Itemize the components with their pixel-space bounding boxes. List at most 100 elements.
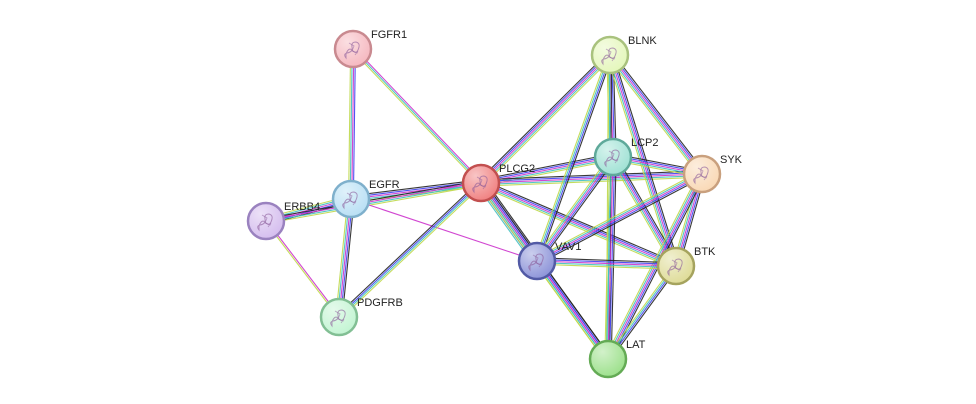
edge-evidence-line [336, 198, 350, 317]
edge-egfr-vav1[interactable] [350, 198, 538, 262]
node-label: VAV1 [555, 241, 582, 253]
edge-evidence-line [605, 156, 612, 359]
node-label: EGFR [369, 179, 400, 191]
edge-evidence-line [615, 155, 680, 265]
edge-evidence-line [266, 184, 482, 224]
edge-erbb4-pdgfrb[interactable] [264, 220, 341, 318]
edge-evidence-line [533, 154, 611, 260]
edge-evidence-line [350, 198, 538, 262]
edge-erbb4-plcg2[interactable] [265, 180, 482, 224]
edge-lcp2-btk[interactable] [609, 155, 680, 268]
edge-evidence-line [609, 158, 674, 268]
edge-evidence-line [535, 172, 702, 261]
edge-evidence-line [537, 174, 704, 263]
edge-lcp2-vav1[interactable] [533, 154, 617, 264]
edge-evidence-line [535, 261, 608, 361]
protein-structure-icon [257, 213, 273, 232]
node-blnk[interactable]: BLNK [590, 35, 657, 75]
edge-evidence-line [341, 199, 355, 318]
edge-blnk-syk[interactable] [607, 52, 705, 177]
protein-structure-icon [342, 191, 358, 210]
edge-evidence-line [480, 153, 613, 181]
edge-evidence-line [605, 54, 609, 359]
node-egfr[interactable]: EGFR [331, 179, 400, 219]
edge-evidence-line [480, 54, 611, 184]
edge-evidence-line [480, 173, 703, 184]
edge-evidence-line [609, 157, 616, 360]
node-lcp2[interactable]: LCP2 [593, 137, 659, 177]
edge-evidence-line [535, 54, 610, 261]
node-label: ERBB4 [284, 201, 320, 213]
protein-structure-icon [344, 41, 360, 60]
edge-evidence-line [479, 185, 675, 270]
node-label: PDGFRB [357, 297, 403, 309]
edge-vav1-btk[interactable] [536, 257, 677, 270]
edge-evidence-line [533, 262, 606, 362]
edge-evidence-line [609, 267, 679, 361]
edge-evidence-line [349, 48, 353, 199]
edge-evidence-line [480, 154, 613, 182]
edge-egfr-pdgfrb[interactable] [335, 198, 355, 318]
protein-structure-icon [667, 258, 683, 277]
edge-evidence-line [537, 257, 677, 264]
node-syk[interactable]: SYK [682, 154, 743, 194]
node-fgfr1[interactable]: FGFR1 [333, 29, 407, 69]
node-erbb4[interactable]: ERBB4 [246, 201, 320, 241]
edge-fgfr1-egfr[interactable] [348, 48, 356, 200]
edge-evidence-line [610, 53, 704, 174]
edge-evidence-line [538, 55, 613, 262]
edge-evidence-line [537, 157, 615, 263]
node-label: SYK [720, 154, 743, 166]
edge-fgfr1-plcg2[interactable] [351, 47, 483, 185]
edge-evidence-line [479, 53, 610, 183]
edge-syk-vav1[interactable] [535, 170, 704, 265]
edge-evidence-line [608, 55, 702, 176]
edge-evidence-line [534, 54, 609, 261]
edge-evidence-line [340, 184, 484, 320]
edge-blnk-vav1[interactable] [534, 54, 613, 262]
edge-evidence-line [537, 259, 610, 359]
node-plcg2[interactable]: PLCG2 [461, 163, 535, 203]
edge-evidence-line [537, 258, 677, 265]
edge-lcp2-lat[interactable] [604, 156, 617, 360]
node-btk[interactable]: BTK [656, 246, 716, 286]
edge-evidence-line [607, 56, 700, 177]
node-label: FGFR1 [371, 29, 407, 41]
edge-plcg2-btk[interactable] [479, 179, 678, 270]
node-circle [588, 339, 628, 379]
edge-evidence-line [265, 181, 481, 221]
edge-evidence-line [264, 221, 339, 318]
edge-evidence-line [536, 262, 676, 269]
edge-evidence-line [609, 54, 677, 267]
edge-evidence-line [535, 170, 701, 259]
edge-evidence-line [480, 183, 676, 268]
edge-evidence-line [536, 260, 677, 267]
edge-evidence-line [353, 47, 483, 183]
edge-evidence-line [537, 55, 612, 262]
edge-evidence-line [612, 156, 677, 267]
edge-evidence-line [609, 54, 703, 175]
edge-vav1-lat[interactable] [533, 258, 612, 362]
edge-evidence-line [482, 179, 678, 264]
edge-evidence-line [350, 179, 481, 197]
edge-evidence-line [536, 156, 614, 262]
edge-evidence-line [338, 182, 481, 317]
edge-evidence-line [265, 180, 481, 220]
edge-pdgfrb-plcg2[interactable] [336, 180, 484, 320]
edge-evidence-line [605, 264, 675, 358]
edge-plcg2-blnk[interactable] [478, 52, 613, 186]
node-vav1[interactable]: VAV1 [517, 241, 582, 281]
node-lat[interactable]: LAT [588, 339, 646, 379]
edge-evidence-line [266, 220, 341, 317]
edge-evidence-line [478, 52, 609, 182]
edge-evidence-line [352, 49, 356, 200]
edge-evidence-line [610, 157, 617, 360]
protein-structure-icon [472, 175, 488, 194]
edge-evidence-line [335, 198, 349, 317]
node-pdgfrb[interactable]: PDGFRB [319, 297, 403, 337]
edge-evidence-line [535, 155, 613, 261]
node-label: PLCG2 [499, 163, 535, 175]
edge-evidence-line [481, 55, 612, 185]
edge-evidence-line [351, 49, 481, 185]
